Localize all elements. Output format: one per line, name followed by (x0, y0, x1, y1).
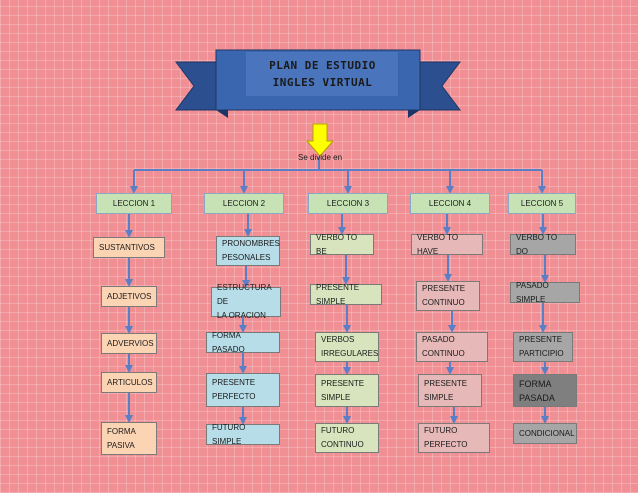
lesson-1-header: LECCION 1 (96, 193, 172, 214)
lesson-3-topic-1: VERBO TO BE (310, 233, 374, 256)
lesson-2-topic-3: FORMA PASADO (206, 331, 280, 354)
connector-label: Se divide en (297, 153, 343, 162)
lesson-4-topic-1: VERBO TO HAVE (411, 233, 483, 256)
title-text: PLAN DE ESTUDIO INGLES VIRTUAL (250, 57, 395, 91)
lesson-1-topic-1: SUSTANTIVOS (93, 237, 165, 258)
lesson-2-topic-5: FUTURO SIMPLE (206, 423, 280, 446)
lesson-4-header: LECCION 4 (410, 193, 490, 214)
down-arrow-icon (306, 123, 334, 157)
lesson-1-topic-5: FORMA PASIVA (101, 422, 157, 455)
lesson-3-topic-4: PRESENTE SIMPLE (315, 374, 379, 407)
lesson-5-topic-5: CONDICIONAL (513, 423, 577, 444)
lesson-4-topic-5: FUTURO PERFECTO (418, 423, 490, 453)
lesson-3-topic-5: FUTURO CONTINUO (315, 423, 379, 453)
lesson-3-topic-2: PRESENTE SIMPLE (310, 283, 382, 306)
title-line-1: PLAN DE ESTUDIO (269, 59, 376, 72)
lesson-1-topic-4: ARTICULOS (101, 372, 157, 393)
lesson-4-topic-4: PRESENTE SIMPLE (418, 374, 482, 407)
lesson-5-topic-3: PRESENTE PARTICIPIO (513, 332, 573, 362)
lesson-1-topic-2: ADJETIVOS (101, 286, 157, 307)
lesson-3-topic-3: VERBOS IRREGULARES (315, 332, 379, 362)
lesson-2-header: LECCION 2 (204, 193, 284, 214)
lesson-2-topic-2: ESTRUCTURA DE LA ORACION (211, 283, 281, 320)
lesson-3-header: LECCION 3 (308, 193, 388, 214)
lesson-5-topic-2: PASADO SIMPLE (510, 281, 580, 304)
lesson-4-topic-3: PASADO CONTINUO (416, 332, 488, 362)
lesson-5-topic-1: VERBO TO DO (510, 233, 576, 256)
lesson-5-header: LECCION 5 (508, 193, 576, 214)
lesson-5-topic-4: FORMA PASADA (513, 374, 577, 407)
lesson-2-topic-4: PRESENTE PERFECTO (206, 373, 280, 407)
title-banner (175, 49, 461, 118)
lesson-1-topic-3: ADVERVIOS (101, 333, 157, 354)
lesson-4-topic-2: PRESENTE CONTINUO (416, 281, 480, 311)
title-line-2: INGLES VIRTUAL (272, 76, 373, 89)
lesson-2-topic-1: PRONOMBRES PESONALES (216, 236, 280, 266)
